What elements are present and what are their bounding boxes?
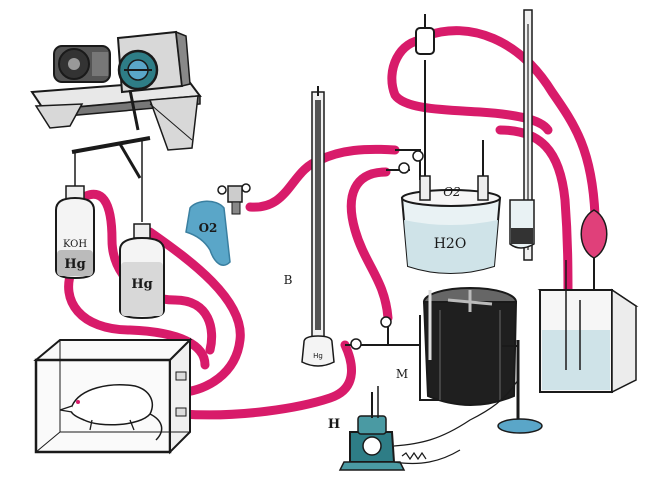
hg-bottle-middle: Hg	[119, 223, 165, 320]
water-bath	[537, 260, 639, 394]
oxygen-cylinder: O2	[185, 200, 231, 266]
tube-chamber-to-m	[177, 340, 356, 420]
burette	[509, 9, 535, 261]
tube-koh-bottle	[64, 265, 210, 370]
calorimeter-m: M	[396, 287, 518, 406]
m-label: M	[396, 367, 408, 381]
rat	[59, 384, 163, 441]
h-label: H	[328, 417, 340, 432]
hg-lower-label: Hg	[313, 352, 323, 360]
b-label: B	[284, 273, 293, 287]
reservoir-bulb	[580, 209, 608, 300]
o2-bell-label: O2	[443, 185, 460, 199]
clockwork-drum	[116, 30, 191, 94]
hg-left-label: Hg	[64, 257, 85, 272]
koh-label: KOH	[63, 239, 87, 250]
rocker-arm	[71, 89, 151, 222]
induction-coil-h: H	[328, 386, 406, 471]
tube-top-right	[421, 26, 600, 220]
electrical-wires	[393, 379, 519, 465]
manometer-b: Hg B	[284, 86, 335, 367]
pressure-valve	[217, 183, 251, 215]
tube-bell-to-lower	[346, 167, 393, 323]
water-tank: O2 H2O	[400, 60, 502, 274]
electric-motor	[53, 45, 111, 83]
tube-hg-bottle	[145, 227, 245, 397]
top-valve	[415, 14, 435, 55]
hg-middle-label: Hg	[131, 277, 152, 292]
lab-stand	[497, 340, 543, 434]
stopcocks	[350, 150, 424, 350]
o2-cylinder-label: O2	[199, 221, 218, 235]
wall-shelf	[30, 78, 202, 151]
h2o-label: H2O	[434, 236, 467, 252]
koh-hg-bottle: KOH Hg	[55, 185, 95, 280]
